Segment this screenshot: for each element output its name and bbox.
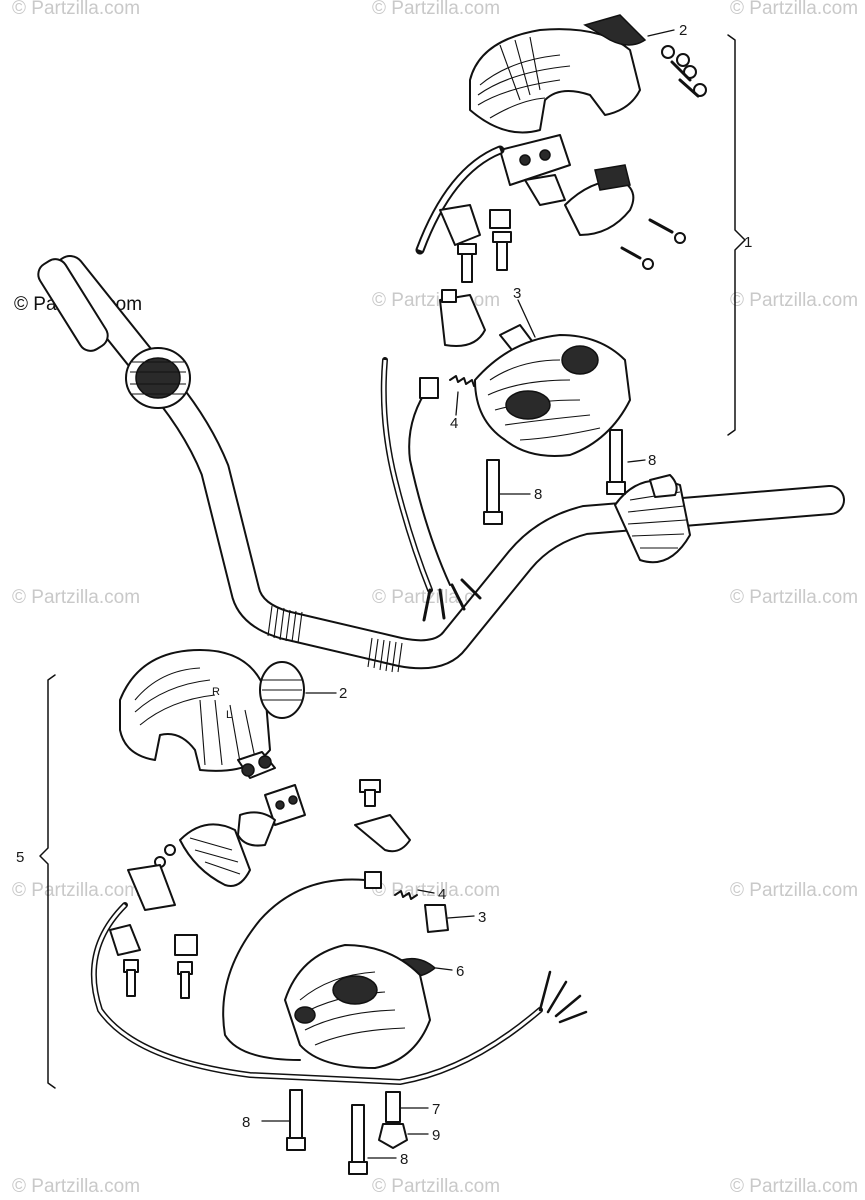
- callout-6: 6: [456, 963, 464, 980]
- watermark: © Partzilla.com: [12, 880, 140, 901]
- watermark: © Partzilla.com: [730, 290, 858, 311]
- handlebar: [37, 255, 845, 673]
- watermark: © Partzilla.com: [372, 290, 500, 311]
- callout-3-bottom: 3: [478, 909, 486, 926]
- watermark: © Partzilla.com: [372, 880, 500, 901]
- callout-labels: 2 1 3 4 8 8 2 5 4 3 6 7 8 9 8: [16, 22, 752, 1168]
- callout-9: 9: [432, 1127, 440, 1144]
- callout-8-upper-right: 8: [648, 452, 656, 469]
- watermark: © Partzilla.com: [730, 1176, 858, 1197]
- callout-4-bottom: 4: [438, 886, 446, 903]
- watermark: © Partzilla.com: [12, 587, 140, 608]
- watermark: © Partzilla.com: [12, 0, 140, 19]
- watermark: © Partzilla.com: [730, 587, 858, 608]
- callout-5: 5: [16, 849, 24, 866]
- watermark: © Partzilla.com: [372, 1176, 500, 1197]
- callout-1: 1: [744, 234, 752, 251]
- left-switch-assembly: R L: [90, 649, 588, 1175]
- svg-text:R: R: [212, 686, 220, 698]
- watermark-layer: © Partzilla.com © Partzilla.com © Partzi…: [12, 0, 858, 1197]
- watermark: © Partzilla.com: [12, 1176, 140, 1197]
- right-switch-assembly: [380, 14, 707, 622]
- callout-4-top: 4: [450, 415, 458, 432]
- callout-7: 7: [432, 1101, 440, 1118]
- callout-3-top: 3: [513, 285, 521, 302]
- callout-2-top: 2: [679, 22, 687, 39]
- watermark: © Partzilla.com: [730, 880, 858, 901]
- callout-2-bottom: 2: [339, 685, 347, 702]
- watermark: © Partzilla.com: [730, 0, 858, 19]
- leader-lines: [261, 29, 675, 1159]
- svg-text:L: L: [226, 709, 232, 721]
- callout-8-lower-left: 8: [242, 1114, 250, 1131]
- callout-8-upper-left: 8: [534, 486, 542, 503]
- watermark: © Partzilla.com: [372, 0, 500, 19]
- callout-8-lower-right: 8: [400, 1151, 408, 1168]
